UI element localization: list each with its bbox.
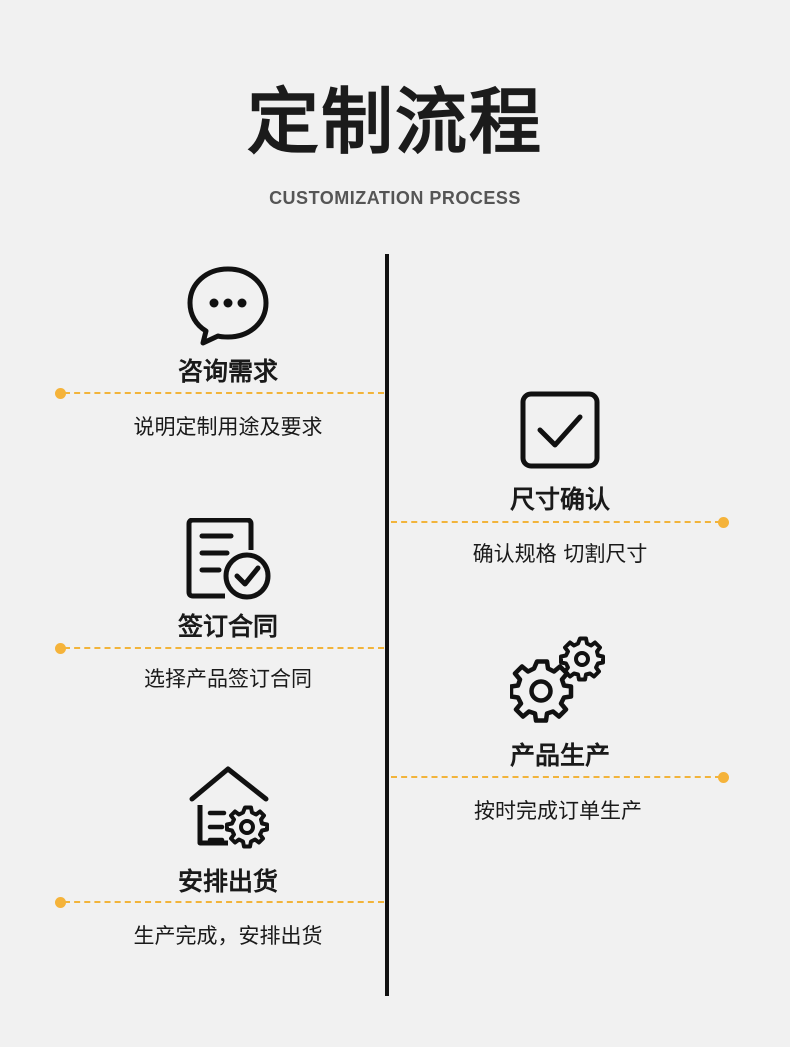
dashed-connector: [64, 647, 384, 649]
page-title: 定制流程: [246, 80, 543, 164]
timeline-dot: [55, 388, 66, 399]
step-heading: 咨询需求: [177, 357, 278, 386]
step-description: 生产完成，安排出货: [133, 924, 323, 948]
step-heading: 安排出货: [177, 867, 278, 896]
step-description: 选择产品签订合同: [144, 667, 312, 691]
timeline-dot: [55, 643, 66, 654]
warehouse-gear-icon: [188, 765, 272, 849]
dashed-connector: [391, 776, 721, 778]
gears-icon: [508, 636, 606, 724]
dashed-connector: [64, 901, 384, 903]
dashed-connector: [64, 392, 384, 394]
step-heading: 签订合同: [177, 612, 278, 641]
step-description: 确认规格 切割尺寸: [472, 542, 648, 566]
page-subtitle: CUSTOMIZATION PROCESS: [269, 188, 521, 208]
timeline-divider: [385, 254, 389, 996]
checkbox-icon: [519, 390, 601, 470]
step-description: 按时完成订单生产: [474, 799, 642, 823]
contract-document-icon: [185, 517, 273, 602]
step-description: 说明定制用途及要求: [133, 415, 323, 439]
timeline-dot: [55, 897, 66, 908]
dashed-connector: [391, 521, 721, 523]
timeline-dot: [718, 517, 729, 528]
chat-bubble-icon: [186, 265, 270, 347]
step-heading: 尺寸确认: [509, 485, 610, 514]
timeline-dot: [718, 772, 729, 783]
step-heading: 产品生产: [509, 741, 610, 770]
